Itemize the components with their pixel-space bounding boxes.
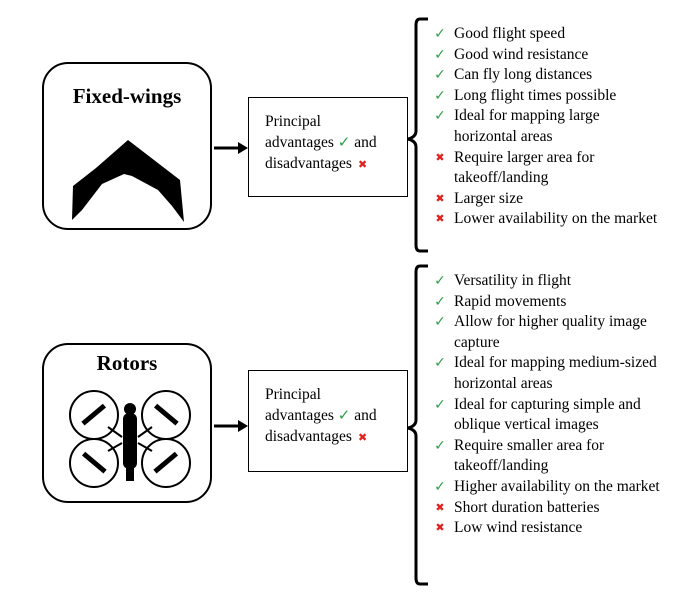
cross-icon: ✖	[435, 500, 445, 514]
fixed-wings-title: Fixed-wings	[72, 84, 182, 108]
rotors-title: Rotors	[96, 351, 158, 375]
check-icon: ✓	[434, 314, 446, 331]
cross-icon: ✖	[435, 521, 445, 535]
fixed-wing-drone-icon	[72, 140, 184, 222]
list-item: ✓Good flight speed	[430, 24, 670, 45]
advantage-check-icon: ✓	[337, 406, 351, 424]
cross-icon: ✖	[435, 150, 445, 164]
list-item: ✖Lower availability on the market	[430, 209, 674, 230]
disadvantage-cross-icon: ✖	[357, 431, 368, 444]
check-icon: ✓	[434, 46, 446, 63]
check-icon: ✓	[434, 67, 446, 84]
list-item: ✓Long flight times possible	[430, 86, 670, 107]
list-item: ✓Ideal for mapping large horizontal area…	[430, 106, 654, 147]
disadvantage-cross-icon: ✖	[357, 158, 368, 171]
check-icon: ✓	[434, 478, 446, 495]
summary-line-1: Principal	[265, 113, 321, 130]
check-icon: ✓	[434, 87, 446, 104]
summary-line-1: Principal	[265, 386, 321, 403]
summary-line-2-prefix: advantages	[265, 134, 334, 151]
cross-icon: ✖	[435, 212, 445, 226]
rotors-bracket	[407, 264, 428, 586]
fixed-wings-bracket	[407, 17, 428, 253]
advantage-check-icon: ✓	[337, 133, 351, 151]
rotors-list: ✓Versatility in flight ✓Rapid movements …	[430, 271, 670, 539]
fixed-wings-card: Fixed-wings	[42, 62, 212, 230]
list-item: ✓Versatility in flight	[430, 271, 670, 292]
summary-line-2-suffix: and	[354, 134, 377, 151]
check-icon: ✓	[434, 396, 446, 413]
fixed-wings-list: ✓Good flight speed ✓Good wind resistance…	[430, 24, 670, 230]
list-item: ✓Higher availability on the market	[430, 477, 674, 498]
list-item: ✓Can fly long distances	[430, 65, 670, 86]
summary-line-3: disadvantages	[265, 155, 352, 172]
summary-line-3: disadvantages	[265, 428, 352, 445]
summary-line-2-suffix: and	[354, 407, 377, 424]
list-item: ✖Short duration batteries	[430, 498, 670, 519]
check-icon: ✓	[434, 355, 446, 372]
check-icon: ✓	[434, 26, 446, 42]
list-item: ✖Low wind resistance	[430, 518, 670, 539]
list-item: ✓Require smaller area for takeoff/landin…	[430, 436, 654, 477]
cross-icon: ✖	[435, 191, 445, 205]
check-icon: ✓	[434, 437, 446, 454]
list-item: ✓Rapid movements	[430, 292, 670, 313]
list-item: ✓Ideal for mapping medium-sized horizont…	[430, 353, 662, 394]
check-icon: ✓	[434, 108, 446, 125]
list-item: ✖Larger size	[430, 189, 670, 210]
summary-line-2-prefix: advantages	[265, 407, 334, 424]
fixed-wings-arrow	[214, 142, 248, 154]
quadcopter-drone-icon	[69, 390, 191, 488]
rotors-summary-box: Principal advantages ✓ and disadvantages…	[248, 370, 408, 472]
fixed-wings-summary-box: Principal advantages ✓ and disadvantages…	[248, 97, 408, 197]
check-icon: ✓	[434, 293, 446, 310]
list-item: ✓Allow for higher quality image capture	[430, 312, 654, 353]
list-item: ✓Ideal for capturing simple and oblique …	[430, 395, 666, 436]
rotors-card: Rotors	[42, 343, 212, 503]
rotors-arrow	[214, 420, 248, 432]
list-item: ✓Good wind resistance	[430, 45, 670, 66]
list-item: ✖Require larger area for takeoff/landing	[430, 148, 654, 189]
check-icon: ✓	[434, 273, 446, 289]
